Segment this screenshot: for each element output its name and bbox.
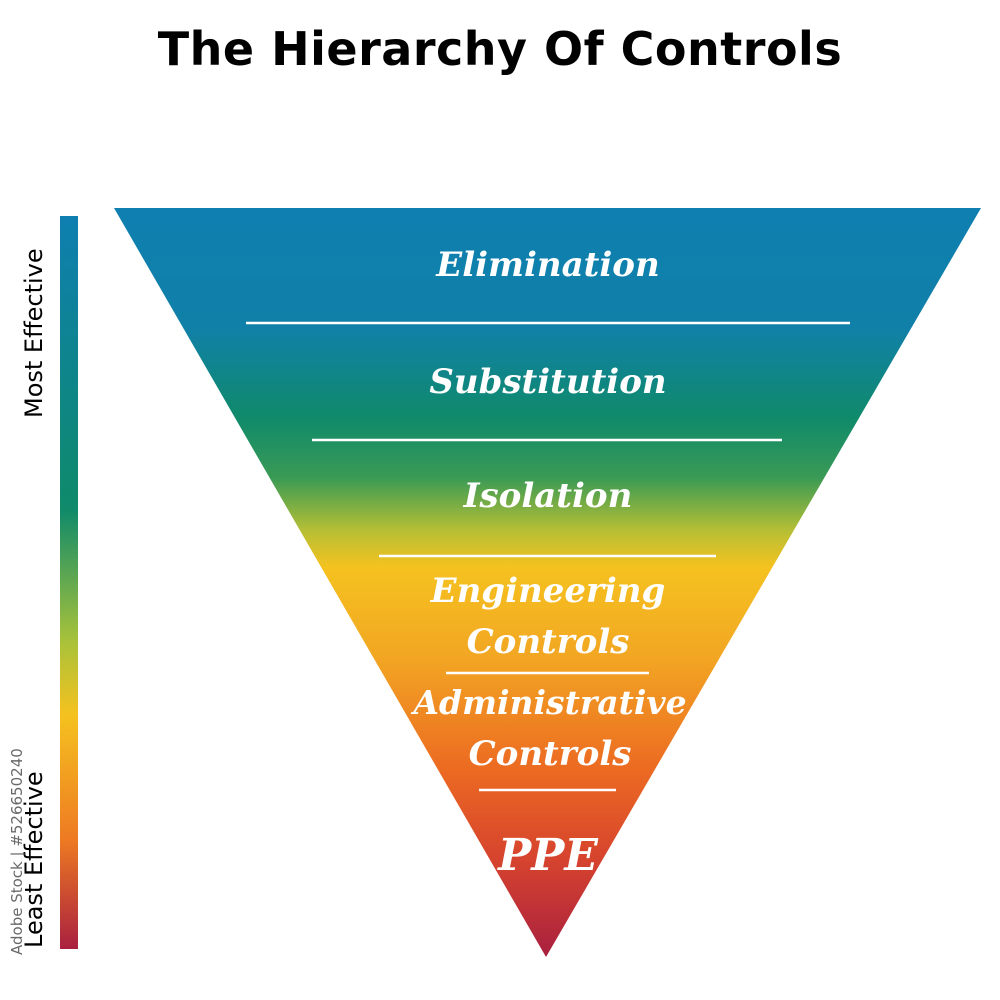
effectiveness-scale-bar — [60, 216, 78, 949]
stock-watermark: Adobe Stock | #526650240 — [8, 748, 26, 955]
level-engineering-label-line2: Controls — [467, 622, 630, 662]
level-elimination-label: Elimination — [435, 245, 659, 285]
level-administrative-label-line2: Controls — [469, 734, 632, 774]
level-isolation-label: Isolation — [463, 476, 633, 516]
level-engineering-label-line1: Engineering — [430, 571, 666, 611]
level-administrative-label-line1: Administrative — [410, 683, 686, 722]
diagram-title: The Hierarchy Of Controls — [157, 22, 843, 76]
level-substitution-label: Substitution — [429, 362, 666, 402]
pyramid-shape — [114, 208, 981, 957]
level-ppe-label: PPE — [496, 830, 599, 881]
